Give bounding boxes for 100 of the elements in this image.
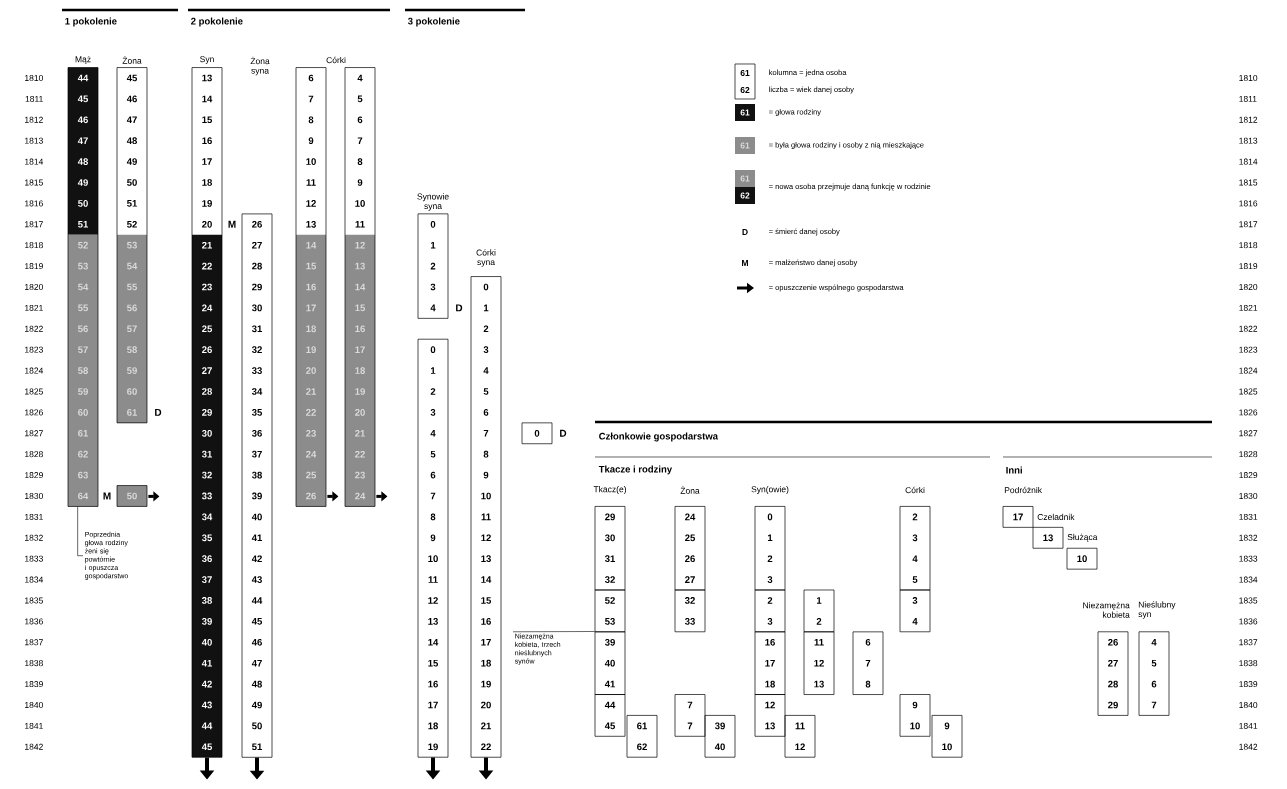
node-label: 23 — [202, 283, 212, 291]
marker-letter: M — [228, 220, 236, 228]
node-label: 10 — [481, 492, 491, 500]
column-heading: Nieślubny syn — [1138, 601, 1176, 619]
leader-line — [77, 506, 84, 556]
age-column: 4 5 6 7 8 9 10 11 12 13 14 15 16 17 18 19 20 21 22 23 24 — [344, 67, 376, 507]
marker-letter: D — [155, 408, 162, 416]
year-label: 1823 — [1239, 346, 1258, 353]
year-label: 1840 — [25, 702, 43, 708]
node-label: 45 — [251, 618, 263, 625]
year-label: 1835 — [1239, 597, 1258, 604]
node-label: 14 — [481, 576, 492, 583]
node-label: 3 — [483, 346, 489, 354]
node-label: 54 — [127, 262, 138, 270]
age-column: 61 62 — [626, 715, 658, 758]
year-label: 1834 — [25, 576, 44, 583]
node-label: 20 — [481, 701, 491, 709]
node-label: 36 — [201, 555, 212, 563]
node-label: 45 — [77, 95, 89, 103]
year-label: 1829 — [1239, 472, 1258, 479]
year-label: 1842 — [1239, 743, 1258, 750]
node-label: 52 — [78, 241, 88, 249]
node-label: 34 — [251, 388, 263, 395]
node-label: 33 — [201, 492, 212, 500]
node-label: 31 — [201, 450, 213, 458]
node-label: 39 — [201, 618, 212, 625]
node-label: 1 — [430, 241, 436, 249]
year-label: 1828 — [25, 451, 43, 458]
node-label: 6 — [483, 409, 489, 416]
age-column: 17 — [1002, 506, 1034, 528]
column-heading: Mąż — [75, 56, 91, 64]
age-column: 0 1 2 3 4 5 6 7 8 9 10 11 12 13 14 15 16 17 18 19 20 21 22 — [470, 276, 502, 758]
age-column: 16 17 18 — [754, 631, 786, 695]
node-label: 26 — [252, 220, 262, 228]
node-label: 50 — [127, 179, 137, 186]
year-label: 1830 — [25, 493, 43, 499]
column-heading: Synowie syna — [417, 193, 449, 211]
node-label: 28 — [252, 262, 262, 270]
node-label: 16 — [202, 137, 212, 145]
node-label: 38 — [201, 597, 212, 604]
year-label: 1839 — [1239, 681, 1258, 688]
node-label: 44 — [251, 597, 263, 604]
age-column: 26 27 28 29 — [1097, 631, 1129, 716]
year-label: 1810 — [25, 75, 43, 81]
age-column: 0 1 2 3 4 — [417, 213, 449, 319]
node-label: 35 — [251, 409, 263, 416]
node-label: 49 — [126, 158, 137, 165]
year-label: 1814 — [1239, 158, 1258, 165]
age-column: 9 10 — [931, 715, 963, 758]
age-column: 13 — [1032, 527, 1064, 549]
node-label: 19 — [481, 680, 491, 688]
node-label: 5 — [912, 576, 918, 583]
year-label: 1812 — [25, 116, 43, 123]
node-label: 30 — [251, 304, 262, 312]
node-label: 53 — [127, 241, 137, 249]
year-label: 1820 — [25, 284, 43, 290]
node-label: 31 — [251, 325, 263, 333]
year-label: 1822 — [25, 325, 43, 332]
node-label: 25 — [685, 534, 696, 542]
age-column: 44 45 — [594, 694, 626, 737]
age-column: 0 — [521, 422, 553, 445]
legend-sample: D — [742, 229, 748, 235]
node-label: 4 — [430, 304, 436, 312]
year-label: 1814 — [25, 158, 44, 165]
year-label: 1834 — [1239, 576, 1258, 583]
year-label: 1815 — [1239, 179, 1258, 186]
node-label: 60 — [78, 409, 88, 416]
year-label: 1819 — [1239, 263, 1258, 270]
node-label: 27 — [202, 367, 212, 374]
column-heading: Syn — [200, 56, 214, 64]
year-label: 1824 — [1239, 367, 1258, 374]
year-label: 1838 — [1239, 660, 1258, 667]
node-label: 47 — [77, 137, 88, 144]
year-label: 1842 — [25, 743, 43, 750]
year-label: 1818 — [25, 242, 43, 249]
section-heading: 2 pokolenie — [188, 8, 390, 27]
column-heading: Służąca — [1067, 533, 1098, 542]
section-heading: 3 pokolenie — [405, 8, 525, 27]
node-label: 30 — [201, 429, 212, 437]
year-label: 1822 — [1239, 325, 1258, 332]
node-label: 27 — [685, 576, 695, 583]
node-label: 1 — [483, 304, 489, 312]
node-label: 55 — [78, 304, 89, 312]
node-label: 44 — [201, 722, 213, 730]
node-label: 50 — [252, 722, 262, 730]
node-label: 2 — [912, 513, 918, 521]
column-heading: Córki syna — [476, 249, 496, 267]
node-label: 17 — [481, 639, 491, 646]
age-column: 6 7 8 — [852, 631, 884, 695]
year-label: 1833 — [25, 555, 43, 562]
node-label: 29 — [252, 283, 262, 291]
node-label: 21 — [202, 241, 213, 249]
node-label: 59 — [78, 388, 88, 395]
node-label: 55 — [127, 283, 138, 291]
node-label: 63 — [78, 471, 88, 479]
node-label: 37 — [251, 450, 262, 458]
year-label: 1832 — [25, 534, 43, 541]
node-label: 51 — [127, 200, 138, 207]
year-label: 1841 — [1239, 722, 1258, 729]
year-label: 1823 — [25, 346, 43, 353]
